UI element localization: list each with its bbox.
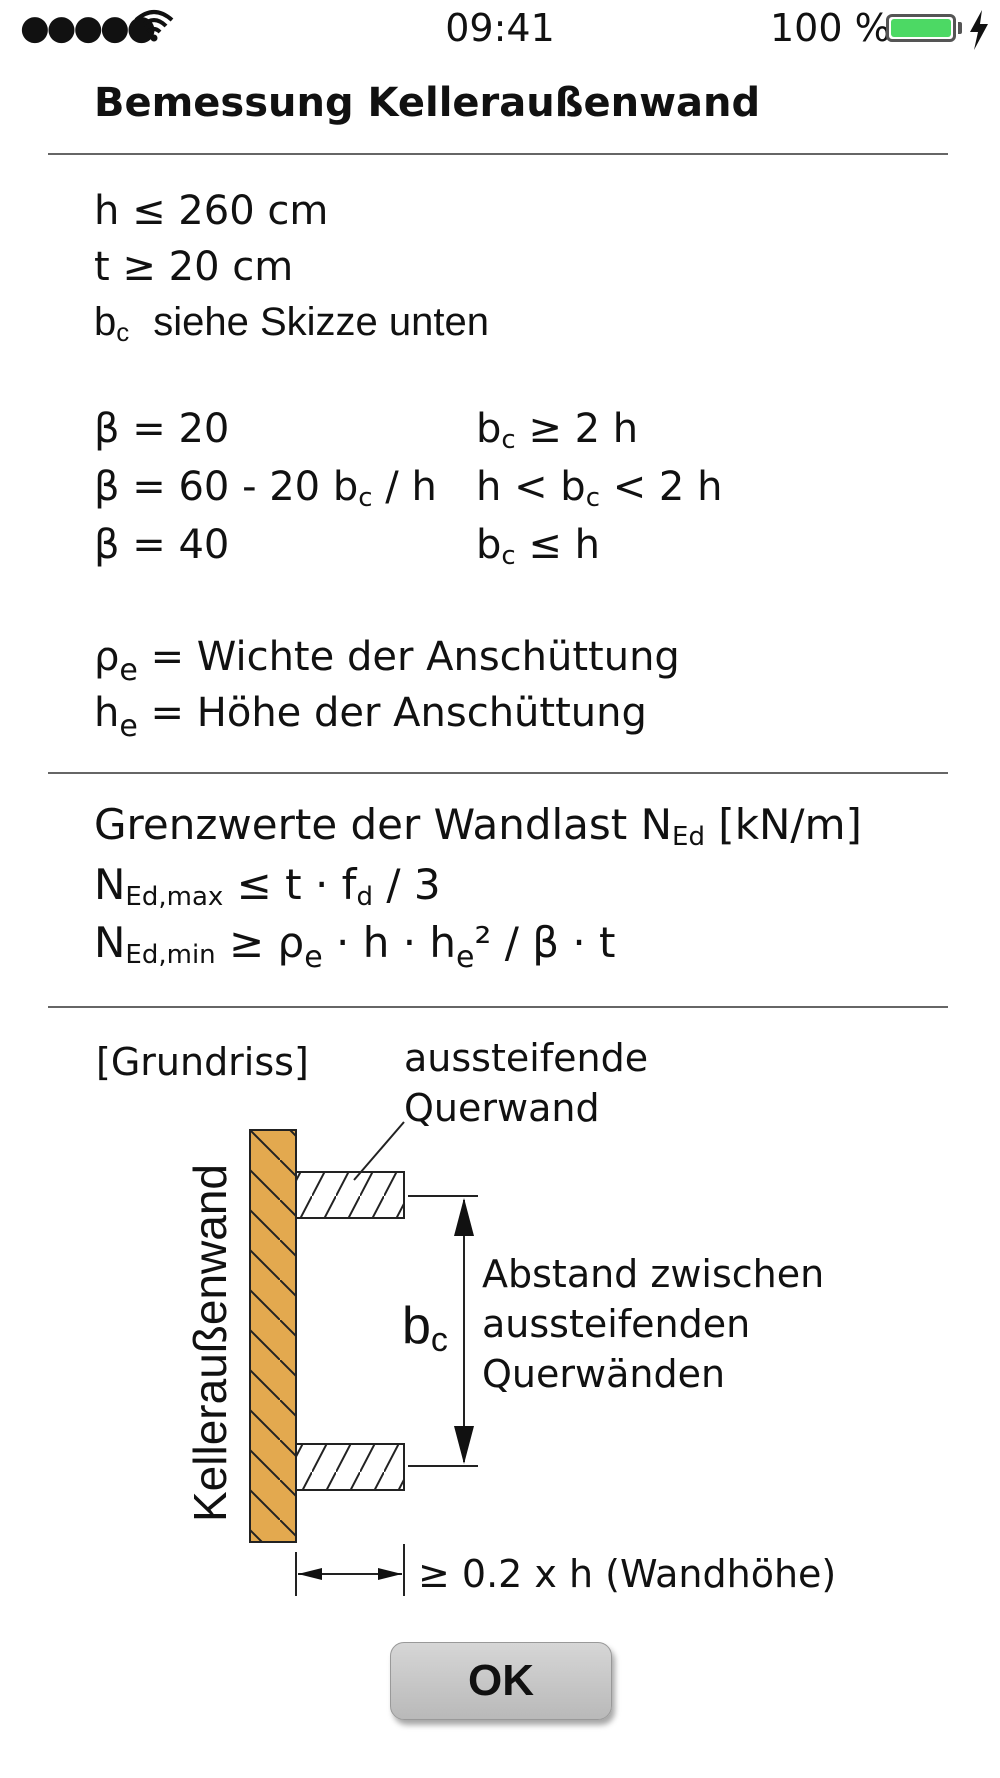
formula-text: ≤ t · f bbox=[223, 860, 357, 909]
b-subscript: c bbox=[430, 1321, 448, 1359]
b-symbol: b bbox=[476, 406, 502, 452]
condition-text: h < b bbox=[476, 464, 586, 510]
unit-text: [kN/m] bbox=[704, 800, 862, 849]
crosswall-label-2: Querwand bbox=[404, 1086, 600, 1130]
beta-row-1-right: bc ≥ 2 h bbox=[476, 406, 639, 455]
lightning-bolt-icon bbox=[970, 10, 988, 50]
ned-subscript: Ed bbox=[672, 822, 705, 852]
page-title: Bemessung Kelleraußenwand bbox=[94, 80, 761, 126]
heading-text: Grenzwerte der Wandlast N bbox=[94, 800, 673, 849]
b-subscript: c bbox=[501, 541, 516, 571]
ok-button[interactable]: OK bbox=[390, 1642, 612, 1720]
h-symbol: h bbox=[94, 690, 120, 736]
crosswall-bottom-hatch bbox=[296, 1444, 404, 1490]
formula-text: ² / β · t bbox=[474, 918, 616, 967]
basement-wall-hatch bbox=[250, 1130, 296, 1542]
beta-row-3-right: bc ≤ h bbox=[476, 522, 600, 571]
rho-symbol: ρ bbox=[94, 634, 120, 680]
n-symbol: N bbox=[94, 918, 126, 967]
battery-icon bbox=[886, 14, 956, 42]
fd-subscript: d bbox=[356, 882, 373, 912]
divider bbox=[48, 772, 948, 774]
formula-text: ≥ ρ bbox=[215, 918, 305, 967]
h-subscript: e bbox=[119, 709, 138, 744]
battery-level-fill bbox=[891, 19, 951, 37]
formula-text: β = 60 - 20 b bbox=[94, 464, 359, 510]
beta-row-1-left: β = 20 bbox=[94, 406, 230, 452]
beta-row-2-right: h < bc < 2 h bbox=[476, 464, 723, 513]
n-symbol: N bbox=[94, 860, 126, 909]
divider bbox=[48, 153, 948, 155]
condition-text: < 2 h bbox=[599, 464, 723, 510]
b-symbol: b bbox=[476, 522, 502, 568]
wifi-icon bbox=[134, 10, 174, 42]
b-subscript: c bbox=[585, 483, 600, 513]
bc-symbol: b bbox=[94, 300, 117, 344]
bc-subscript: c bbox=[116, 317, 130, 347]
arrow-up-icon bbox=[454, 1198, 474, 1236]
rho-subscript: e bbox=[119, 653, 138, 688]
arrow-down-icon bbox=[454, 1426, 474, 1464]
condition-text: ≤ h bbox=[515, 522, 600, 568]
spacing-label-1: Abstand zwischen bbox=[482, 1252, 825, 1296]
plan-label: [Grundriss] bbox=[96, 1040, 309, 1084]
ned-max-subscript: Ed,max bbox=[125, 882, 224, 912]
b-symbol: b bbox=[402, 1297, 431, 1355]
formula-text: · h · h bbox=[322, 918, 457, 967]
arrow-left-icon bbox=[298, 1568, 322, 1580]
condition-bc: bc siehe Skizze unten bbox=[94, 300, 490, 347]
spacing-label-3: Querwänden bbox=[482, 1352, 726, 1396]
definition-rho: ρe = Wichte der Anschüttung bbox=[94, 634, 680, 688]
beta-row-2-left: β = 60 - 20 bc / h bbox=[94, 464, 437, 513]
b-subscript: c bbox=[501, 425, 516, 455]
signal-strength-icon: ●●●●● bbox=[20, 8, 156, 48]
beta-row-3-left: β = 40 bbox=[94, 522, 230, 568]
spacing-label-2: aussteifenden bbox=[482, 1302, 751, 1346]
status-bar: ●●●●● 09:41 100 % bbox=[0, 0, 1000, 60]
definition-text: = Höhe der Anschüttung bbox=[137, 690, 647, 736]
condition-thickness: t ≥ 20 cm bbox=[94, 244, 294, 290]
formula-text: / 3 bbox=[372, 860, 441, 909]
bc-dimension-label: bc bbox=[402, 1296, 448, 1359]
formula-text: / h bbox=[372, 464, 437, 510]
ned-min-subscript: Ed,min bbox=[125, 940, 216, 970]
leader-line bbox=[353, 1121, 405, 1181]
clock: 09:41 bbox=[445, 6, 555, 50]
min-depth-label: ≥ 0.2 x h (Wandhöhe) bbox=[418, 1552, 837, 1596]
b-subscript: c bbox=[358, 483, 373, 513]
definition-h: he = Höhe der Anschüttung bbox=[94, 690, 647, 744]
crosswall-label-1: aussteifende bbox=[404, 1036, 649, 1080]
battery-cap bbox=[958, 22, 962, 34]
crosswall-top-hatch bbox=[296, 1172, 404, 1218]
divider bbox=[48, 1006, 948, 1008]
limit-max: NEd,max ≤ t · fd / 3 bbox=[94, 860, 441, 912]
limit-min: NEd,min ≥ ρe · h · he² / β · t bbox=[94, 918, 616, 975]
wall-label: Kelleraußenwand bbox=[184, 1164, 236, 1522]
limits-heading: Grenzwerte der Wandlast NEd [kN/m] bbox=[94, 800, 862, 852]
rho-subscript: e bbox=[304, 940, 323, 975]
arrow-right-icon bbox=[378, 1568, 402, 1580]
he-subscript: e bbox=[456, 940, 475, 975]
bc-text: siehe Skizze unten bbox=[153, 300, 490, 344]
condition-height: h ≤ 260 cm bbox=[94, 188, 329, 234]
battery-percent: 100 % bbox=[770, 6, 891, 50]
definition-text: = Wichte der Anschüttung bbox=[137, 634, 680, 680]
condition-text: ≥ 2 h bbox=[515, 406, 639, 452]
